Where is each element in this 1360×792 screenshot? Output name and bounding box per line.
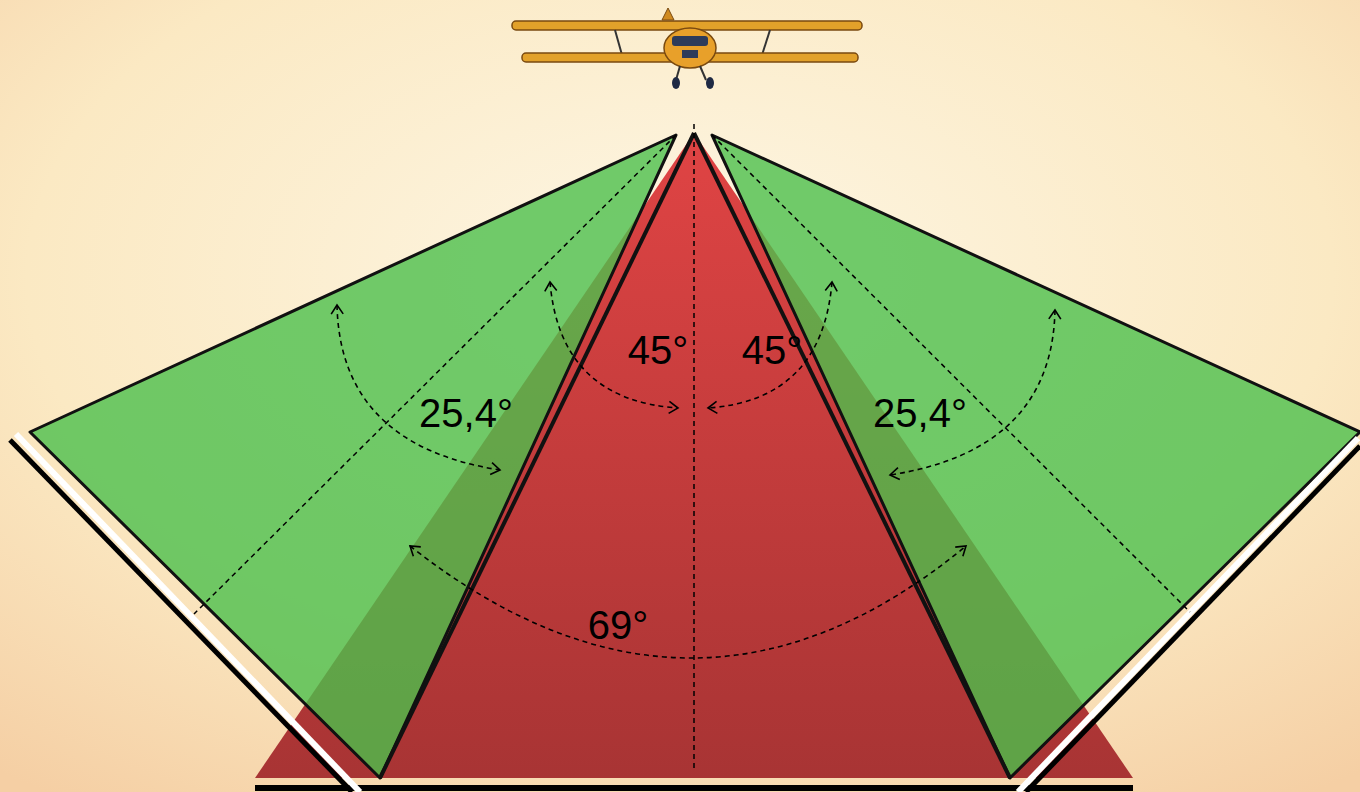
angle-label: 45° — [742, 330, 803, 370]
biplane — [512, 8, 862, 89]
angle-label: 25,4° — [419, 393, 513, 433]
axis-lines — [194, 124, 1190, 770]
angle-arcs — [337, 282, 1055, 658]
green-cone-right — [712, 135, 1360, 778]
slope-line — [16, 434, 360, 792]
cone-edge — [380, 133, 694, 778]
angle-label: 69° — [588, 605, 649, 645]
angle-label: 25,4° — [873, 393, 967, 433]
slope-line — [10, 440, 352, 792]
ground-line — [255, 785, 1133, 791]
angle-label: 45° — [628, 330, 689, 370]
green-cone-left — [30, 135, 676, 778]
